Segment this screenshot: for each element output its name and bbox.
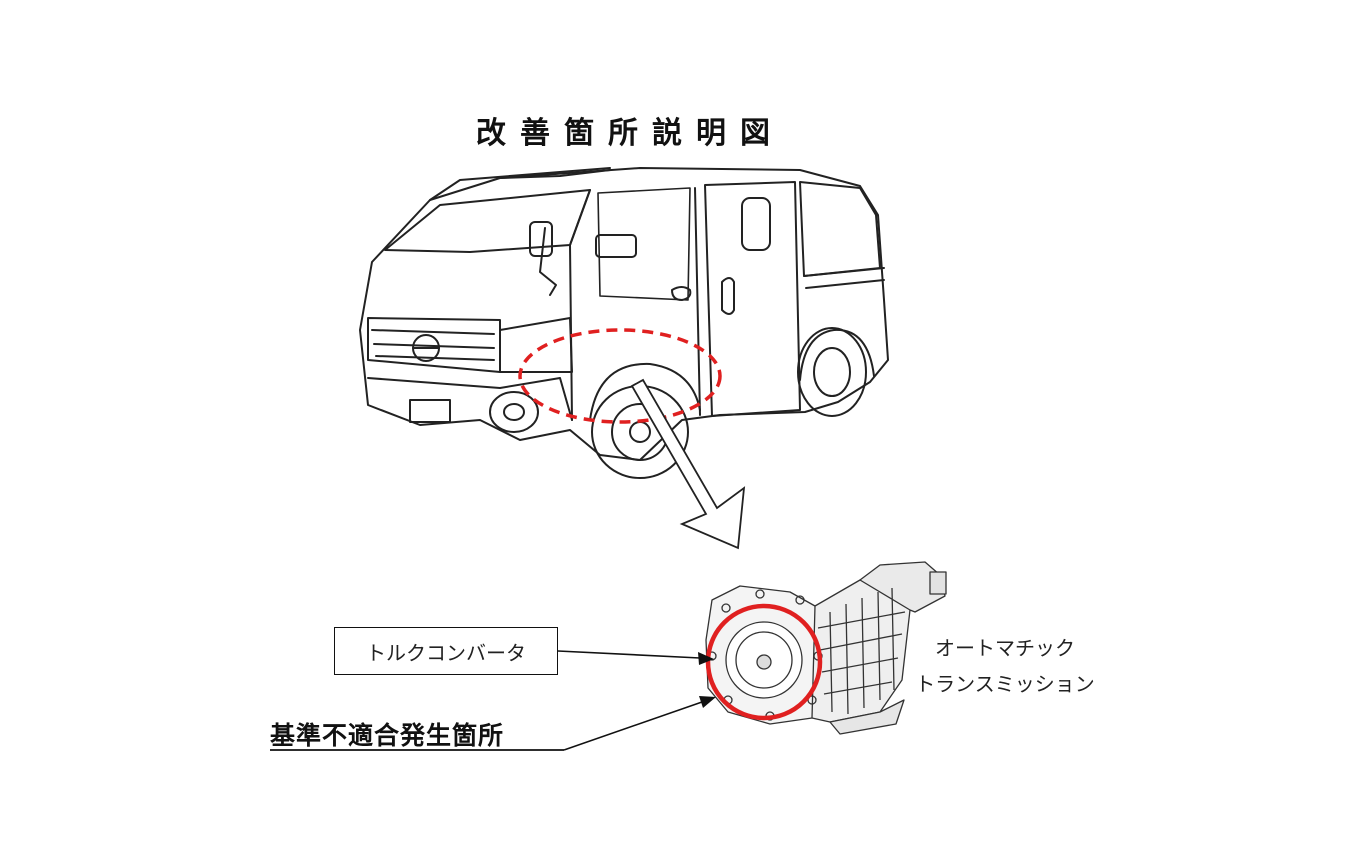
- defect-arrowhead: [699, 696, 716, 708]
- torque-converter-label: トルクコンバータ: [366, 640, 526, 665]
- torque-converter-leader-line: [557, 650, 701, 659]
- van-highlight-ellipse: [518, 328, 722, 424]
- callout-arrow: [630, 378, 746, 550]
- defect-location-label: 基準不適合発生箇所: [270, 721, 505, 750]
- torque-converter-label-box: トルクコンバータ: [334, 627, 558, 675]
- atx-label-line1: オートマチック: [935, 636, 1075, 660]
- torque-converter-highlight-circle: [705, 603, 823, 721]
- automatic-transmission-label: オートマチック トランスミッション: [905, 630, 1105, 702]
- torque-converter-arrowhead: [698, 652, 714, 665]
- page-title: 改善箇所説明図: [476, 116, 784, 151]
- atx-label-line2: トランスミッション: [915, 672, 1095, 696]
- van-illustration: [359, 167, 889, 479]
- transmission-illustration: [705, 561, 947, 735]
- defect-leader-line: [563, 701, 703, 751]
